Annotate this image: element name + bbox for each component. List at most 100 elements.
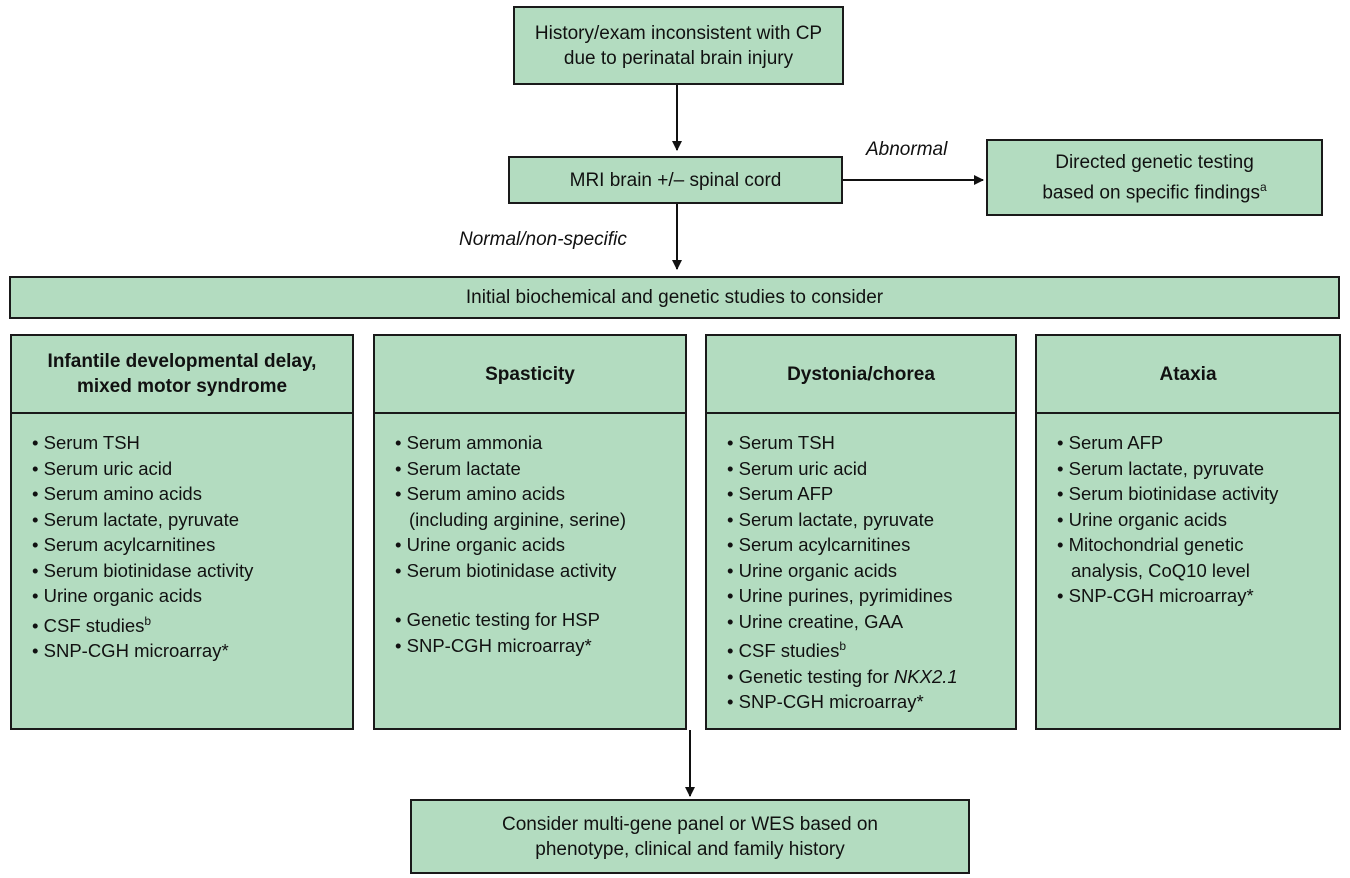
test-item-text: Genetic testing for HSP [406,609,600,630]
bullet-icon: • [1057,585,1064,606]
column-dystonia-chorea: Dystonia/chorea• Serum TSH• Serum uric a… [705,334,1017,730]
test-item-text: Mitochondrial genetic [1068,534,1244,555]
test-item-text: Serum lactate, pyruvate [1068,457,1264,479]
test-item: • SNP-CGH microarray* [727,689,1009,715]
test-item-gene: NKX2.1 [893,665,958,687]
test-item: • Genetic testing for NKX2.1 [727,664,1009,690]
bullet-icon: • [727,691,734,713]
mri-label: MRI brain +/– spinal cord [569,169,782,191]
test-item: • Serum lactate, pyruvate [727,507,1009,533]
test-list: • Serum TSH• Serum uric acid• Serum AFP•… [727,430,1009,715]
column-title: Ataxia [1037,336,1339,412]
final-node: Consider multi-gene panel or WES based o… [410,799,970,874]
test-item-text: Serum amino acids [406,483,565,504]
test-item-text: Serum biotinidase activity [43,559,254,581]
bullet-icon: • [727,483,734,504]
bullet-icon: • [1057,508,1064,530]
directed-line-2-text: based on specific findings [1042,182,1260,204]
bullet-icon: • [1057,457,1064,479]
test-item-continuation: (including arginine, serine) [409,508,626,530]
footnote-marker: b [144,613,152,628]
test-item-text: Serum AFP [738,483,834,504]
final-line-1: Consider multi-gene panel or WES based o… [502,813,878,835]
test-item-text: Serum ammonia [406,432,543,453]
test-item: • Urine creatine, GAA [727,609,1009,635]
test-item: • Urine organic acids [727,558,1009,584]
test-item: • Serum amino acids(including arginine, … [395,481,679,532]
test-item: • Serum biotinidase activity [1057,481,1333,507]
bullet-icon: • [32,508,39,530]
initial-studies-banner: Initial biochemical and genetic studies … [9,276,1340,319]
test-item-text: SNP-CGH microarray* [738,691,924,713]
column-title: Infantile developmental delay,mixed moto… [12,336,352,412]
bullet-icon: • [395,432,402,453]
column-spasticity: Spasticity• Serum ammonia• Serum lactate… [373,334,687,730]
directed-line-1: Directed genetic testing [1055,151,1254,173]
test-item: • Urine organic acids [1057,507,1333,533]
test-item: • Serum amino acids [32,481,346,507]
column-divider [12,412,352,414]
test-item: • Serum biotinidase activity [32,558,346,584]
test-list: • Serum TSH• Serum uric acid• Serum amin… [32,430,346,664]
bullet-icon: • [727,585,734,606]
test-item-text: Serum AFP [1068,432,1164,453]
test-item-text: Serum amino acids [43,483,202,504]
test-item: • Serum TSH [727,430,1009,456]
test-item: • Urine organic acids [395,532,679,558]
test-item: • Serum uric acid [32,456,346,482]
final-line-2: phenotype, clinical and family history [535,838,845,860]
bullet-icon: • [32,483,39,504]
start-line-2: due to perinatal brain injury [563,47,794,69]
bullet-icon: • [727,559,734,581]
test-item: • SNP-CGH microarray* [32,638,346,664]
bullet-icon: • [395,534,402,555]
test-item-text: Serum TSH [738,432,835,453]
bullet-icon: • [395,559,402,581]
test-item: • Serum biotinidase activity [395,558,679,584]
test-item-text: Serum uric acid [738,457,868,479]
test-item-text: SNP-CGH microarray* [43,640,229,662]
test-item-text: Serum acylcarnitines [43,534,216,555]
column-title-line: Ataxia [1159,363,1217,385]
column-ataxia: Ataxia• Serum AFP• Serum lactate, pyruva… [1035,334,1341,730]
column-divider [375,412,685,414]
test-item: • Serum lactate [395,456,679,482]
bullet-icon: • [1057,432,1064,453]
bullet-icon: • [395,609,402,630]
test-item: • SNP-CGH microarray* [1057,583,1333,609]
bullet-icon: • [727,665,734,687]
bullet-icon: • [727,640,734,662]
initial-studies-label: Initial biochemical and genetic studies … [465,287,884,308]
test-item-text: Serum lactate [406,457,521,479]
test-list: • Serum AFP• Serum lactate, pyruvate• Se… [1057,430,1333,609]
test-item-continuation: analysis, CoQ10 level [1071,559,1250,581]
test-item-text: CSF studies [738,640,840,662]
bullet-icon: • [727,432,734,453]
column-infantile: Infantile developmental delay,mixed moto… [10,334,354,730]
test-item: • Serum acylcarnitines [32,532,346,558]
test-item: • Mitochondrial genetic analysis, CoQ10 l… [1057,532,1333,583]
column-divider [1037,412,1339,414]
mri-node: MRI brain +/– spinal cord [508,156,843,204]
directed-line-2: based on specific findingsa [1042,175,1266,205]
footnote-marker: b [839,639,847,653]
abnormal-label: Abnormal [866,139,948,160]
test-item: • Serum ammonia [395,430,679,456]
directed-testing-node: Directed genetic testing based on specif… [986,139,1323,216]
bullet-icon: • [32,457,39,479]
test-item-text: Serum lactate, pyruvate [43,508,239,530]
test-item: • Serum lactate, pyruvate [1057,456,1333,482]
test-item: • Serum AFP [1057,430,1333,456]
test-item-text: Serum biotinidase activity [406,559,617,581]
test-item: • Serum uric acid [727,456,1009,482]
test-item-text: Urine purines, pyrimidines [738,585,953,606]
bullet-icon: • [1057,534,1064,555]
column-title-line: Infantile developmental delay, [47,351,317,372]
column-title-line: Spasticity [485,363,575,385]
bullet-icon: • [32,585,39,606]
test-item: • Genetic testing for HSP [395,607,679,633]
bullet-icon: • [727,534,734,555]
column-title: Spasticity [375,336,685,412]
bullet-icon: • [1057,483,1064,504]
test-item-text: CSF studies [43,614,145,636]
